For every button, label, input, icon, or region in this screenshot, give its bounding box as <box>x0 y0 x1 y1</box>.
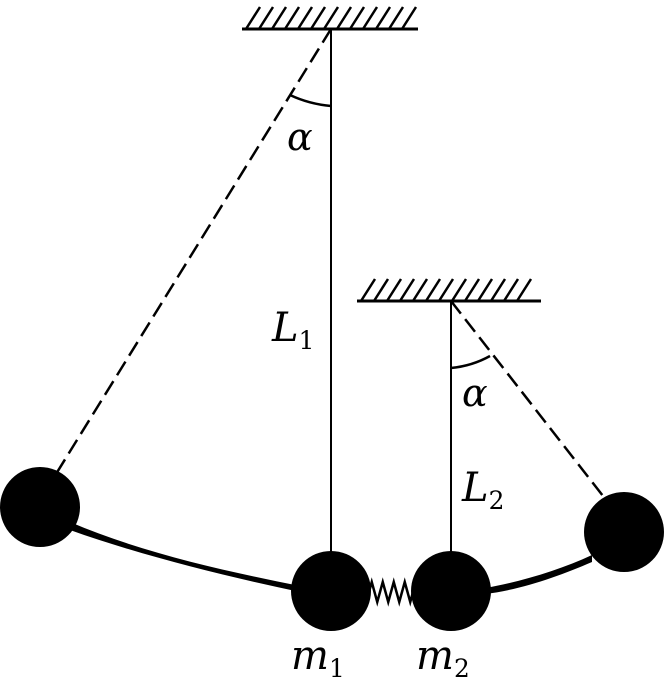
ball-m2 <box>411 551 491 631</box>
hatch-mark <box>450 278 468 302</box>
angle-label-2: α <box>462 371 488 415</box>
hatch-mark <box>502 278 520 302</box>
hatch-mark <box>398 278 416 302</box>
hatch-mark <box>309 6 327 30</box>
ball-m1 <box>291 551 371 631</box>
ball-m2-deflected <box>584 492 664 572</box>
hatch-mark <box>283 6 301 30</box>
hatch-mark <box>335 6 353 30</box>
length-label-2: L2 <box>462 465 505 515</box>
hatch-mark <box>476 278 494 302</box>
hatch-mark <box>515 278 533 302</box>
length-label-1: L1 <box>272 305 315 355</box>
angle-arc-2 <box>450 354 491 370</box>
hatch-mark <box>270 6 288 30</box>
hatch-mark <box>374 6 392 30</box>
hatch-mark <box>296 6 314 30</box>
hatch-mark <box>424 278 442 302</box>
string-1-deflected <box>54 28 333 475</box>
hatch-mark <box>244 6 262 30</box>
ball-m1-deflected <box>0 467 80 547</box>
spring <box>367 577 415 607</box>
hatch-mark <box>385 278 403 302</box>
hatch-mark <box>359 278 377 302</box>
hatch-mark <box>489 278 507 302</box>
mass-label-1: m1 <box>291 633 345 683</box>
mass-label-2: m2 <box>416 633 470 683</box>
swing-arc-left <box>70 522 300 592</box>
hatch-mark <box>437 278 455 302</box>
string-2-deflected <box>450 300 604 497</box>
hatch-mark <box>411 278 429 302</box>
hatch-mark <box>400 6 418 30</box>
hatch-mark <box>361 6 379 30</box>
hatch-mark <box>257 6 275 30</box>
hatch-mark <box>322 6 340 30</box>
angle-arc-1 <box>289 93 332 108</box>
angle-label-1: α <box>287 115 313 159</box>
hatch-mark <box>372 278 390 302</box>
swing-arc-right <box>485 555 592 594</box>
ceiling-support-1 <box>242 6 418 31</box>
hatch-mark <box>387 6 405 30</box>
hatch-mark <box>348 6 366 30</box>
ceiling-support-2 <box>357 278 541 303</box>
hatch-mark <box>463 278 481 302</box>
